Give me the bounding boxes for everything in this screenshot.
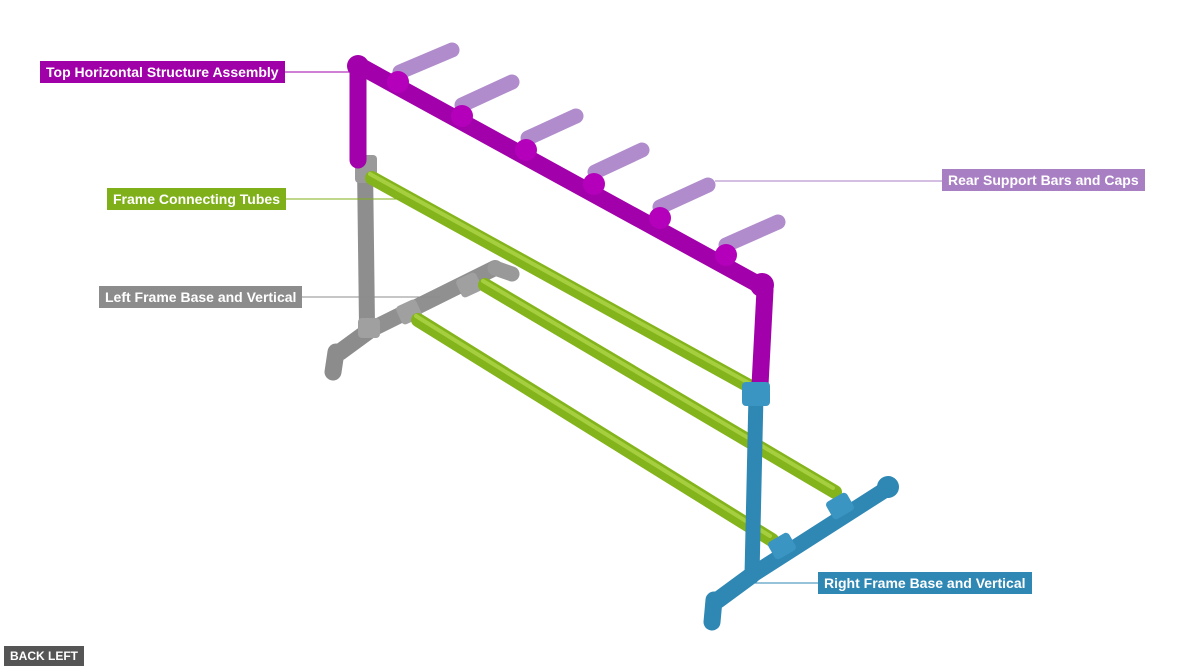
view-label[interactable]: BACK LEFT <box>4 646 84 666</box>
left-frame-label: Left Frame Base and Vertical <box>99 286 303 308</box>
top-structure <box>347 55 774 394</box>
left-frame <box>324 155 520 381</box>
connecting-tubes-label: Frame Connecting Tubes <box>107 188 286 210</box>
rear-bars-label: Rear Support Bars and Caps <box>942 169 1145 191</box>
right-frame <box>703 382 899 631</box>
connecting-tubes <box>365 171 842 547</box>
rear-support-bars <box>392 42 786 253</box>
right-frame-label: Right Frame Base and Vertical <box>818 572 1032 594</box>
leader-lines <box>283 71 942 584</box>
top-structure-label: Top Horizontal Structure Assembly <box>40 61 285 83</box>
